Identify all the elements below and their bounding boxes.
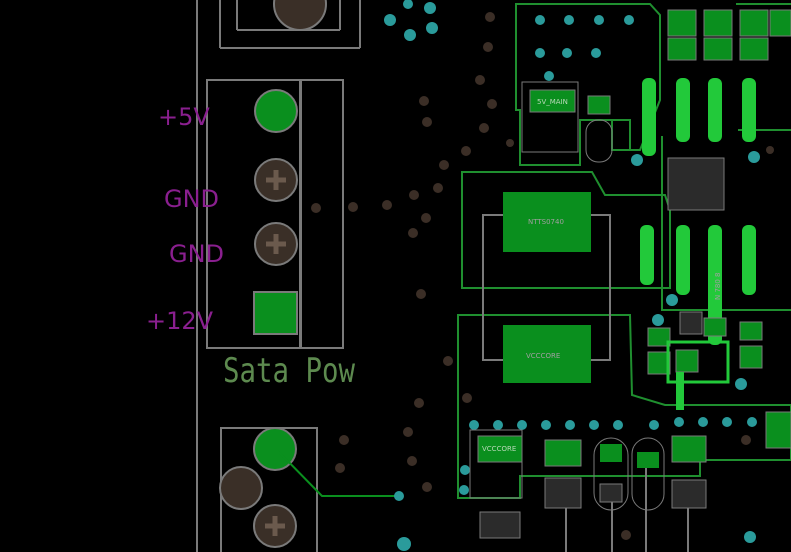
pad — [599, 483, 623, 503]
trace — [611, 120, 640, 151]
label-gnd-2: GND — [169, 240, 224, 268]
pad — [544, 477, 582, 509]
via — [397, 537, 411, 551]
small-pad-5v-main — [529, 89, 576, 113]
connector-outline-right — [299, 79, 344, 349]
traces-down — [565, 468, 689, 552]
trace-lower — [275, 448, 398, 497]
pad — [671, 435, 707, 463]
label-5v: +5V — [158, 103, 210, 131]
label-ntts0740: NTTS0740 — [528, 218, 564, 226]
silkscreen-sata-pow: Sata Pow — [223, 351, 355, 391]
pad — [544, 439, 582, 467]
label-vcccore-big: VCCCORE — [526, 352, 560, 360]
pad — [637, 452, 659, 468]
small-pad — [587, 95, 611, 115]
top-right-pads — [667, 9, 791, 61]
pad — [671, 479, 707, 509]
label-5v-main: 5V_MAIN — [537, 98, 568, 106]
small-outline — [521, 81, 579, 153]
label-vertical: N 780 8 — [714, 272, 722, 300]
lower-right-pads — [647, 317, 791, 449]
pad-gnd-2-spokes — [266, 234, 286, 254]
small-pad-vcccore — [477, 435, 523, 463]
copper-pour-top — [515, 3, 661, 166]
pad-lower-3-spokes — [265, 516, 285, 536]
small-outline — [469, 429, 523, 499]
mount-pad-top — [273, 0, 327, 31]
oval-pad — [585, 119, 613, 163]
label-vcccore-small: VCCCORE — [482, 445, 516, 453]
big-pad-upper — [503, 192, 591, 252]
pad-gnd-1-spokes — [266, 170, 286, 190]
pad-12v — [253, 291, 298, 335]
ic-body — [667, 157, 725, 211]
bright-trace-box — [666, 340, 730, 384]
trace — [661, 136, 791, 311]
via — [394, 491, 404, 501]
label-12v: +12V — [146, 307, 214, 335]
pad — [479, 511, 521, 539]
pad — [600, 444, 622, 462]
ground-vias — [311, 12, 774, 540]
oval-pad — [631, 437, 665, 511]
label-gnd-1: GND — [164, 185, 219, 213]
pad-lower-2 — [219, 466, 263, 510]
big-pad-lower — [503, 325, 591, 383]
pad-5v — [254, 89, 298, 133]
ic-pins-upper — [640, 78, 756, 345]
signal-vias — [384, 0, 760, 543]
small-ic — [679, 311, 703, 335]
